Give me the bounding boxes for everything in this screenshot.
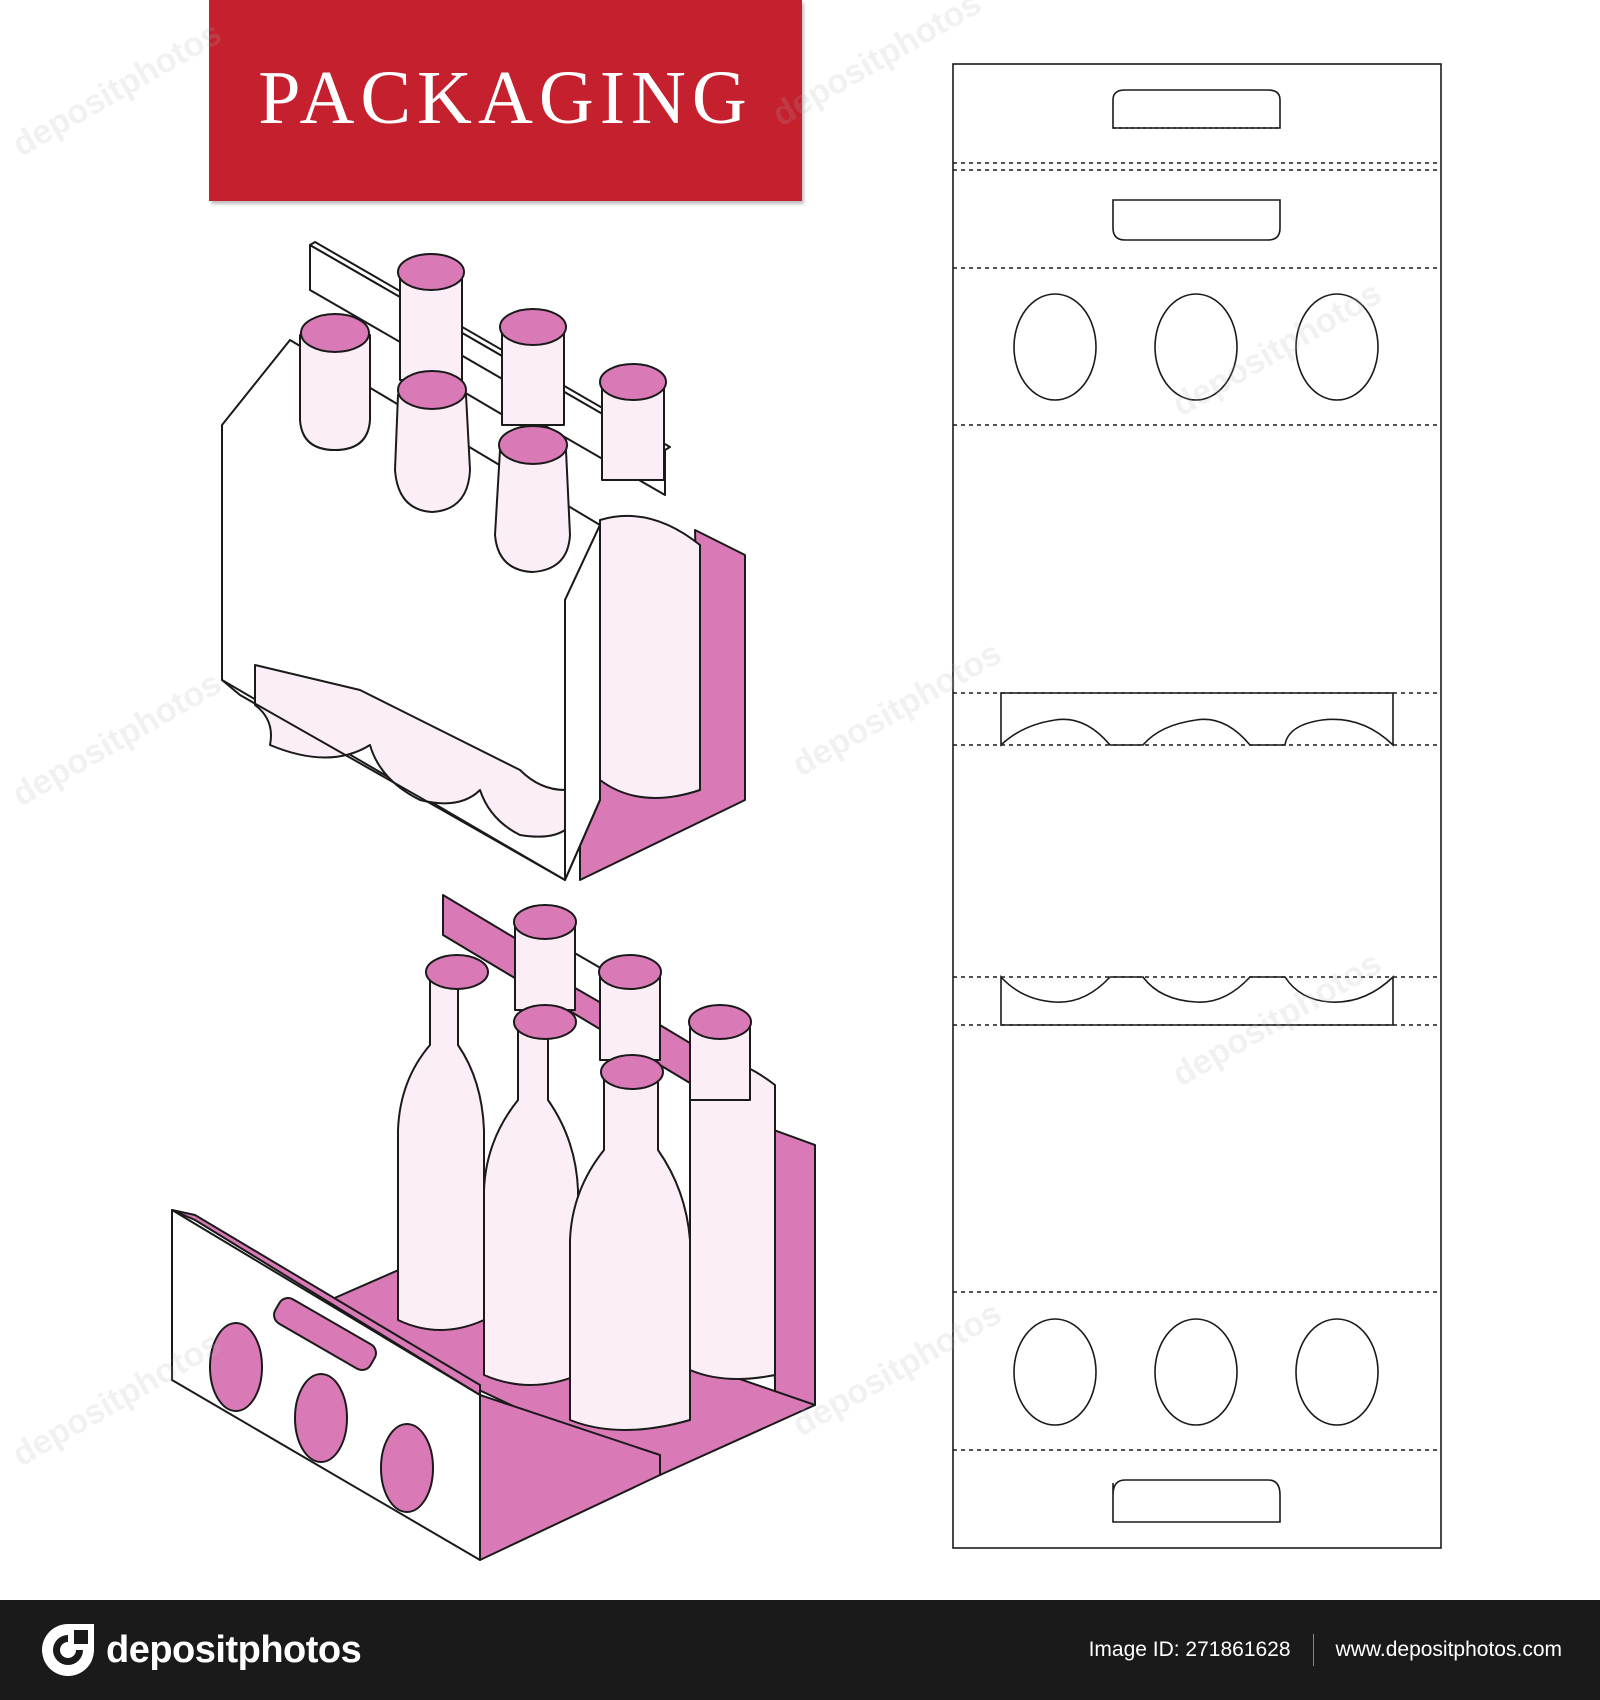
footer-divider — [1312, 1634, 1314, 1666]
bottle-cap — [513, 904, 577, 940]
bottle-cap — [513, 1004, 577, 1040]
bottle-cap — [600, 1054, 664, 1090]
back-bottle — [599, 514, 701, 799]
dieline-template — [952, 63, 1442, 1549]
dieline-handle-top — [1112, 89, 1281, 129]
dieline-outline — [952, 63, 1442, 1549]
dieline-hole — [1154, 293, 1238, 401]
dieline-scallop-top — [1000, 692, 1394, 747]
bottle-cap — [425, 954, 489, 990]
bottle-cap — [599, 363, 667, 401]
flap-hole — [294, 1373, 348, 1463]
bottle-body — [394, 394, 471, 513]
bottle-cap — [397, 370, 467, 410]
full-bottle — [483, 1019, 579, 1386]
flap-handle-slot — [273, 1297, 377, 1371]
packaging-banner: PACKAGING — [209, 0, 802, 201]
watermark: depositphotos — [5, 14, 228, 165]
full-bottle — [397, 969, 485, 1331]
dieline-hole — [1295, 293, 1379, 401]
footer-meta: Image ID: 271861628 www.depositphotos.co… — [1089, 1600, 1562, 1700]
brand-name: depositphotos — [106, 1628, 362, 1671]
bottle-cap — [688, 1004, 752, 1040]
dieline-handle-bottom — [1112, 1479, 1281, 1523]
bottle-cap — [300, 313, 370, 353]
carrier-bottom-cutout — [254, 664, 566, 838]
watermark: depositphotos — [5, 664, 228, 815]
dieline-hole — [1154, 1318, 1238, 1426]
open-bottle-carrier — [171, 894, 816, 1561]
bottle-body — [494, 449, 571, 573]
footer-bar: depositphotos Image ID: 271861628 www.de… — [0, 1600, 1600, 1700]
depositphotos-logo[interactable]: depositphotos — [40, 1622, 362, 1678]
bottle-cap — [397, 253, 465, 291]
closed-bottle-carrier — [221, 241, 746, 881]
banner-title: PACKAGING — [258, 56, 753, 140]
flap-hole — [380, 1423, 434, 1513]
depositphotos-logo-icon — [42, 1624, 94, 1676]
bottle-body — [689, 1056, 776, 1380]
dieline-hole — [1013, 293, 1097, 401]
dieline-hole — [1295, 1318, 1379, 1426]
flap-hole — [209, 1322, 263, 1412]
site-url[interactable]: www.depositphotos.com — [1335, 1638, 1562, 1661]
flap-pink-strip — [171, 1209, 481, 1396]
bottle-cap — [499, 308, 567, 346]
full-bottle — [569, 1069, 691, 1431]
bottle-cap — [598, 954, 662, 990]
bottle-cap — [498, 425, 568, 465]
image-id: Image ID: 271861628 — [1088, 1638, 1291, 1661]
dieline-handle-second — [1112, 199, 1281, 241]
dieline-hole — [1013, 1318, 1097, 1426]
dieline-scallop-bottom — [1000, 974, 1394, 1026]
bottle-body — [299, 334, 371, 451]
